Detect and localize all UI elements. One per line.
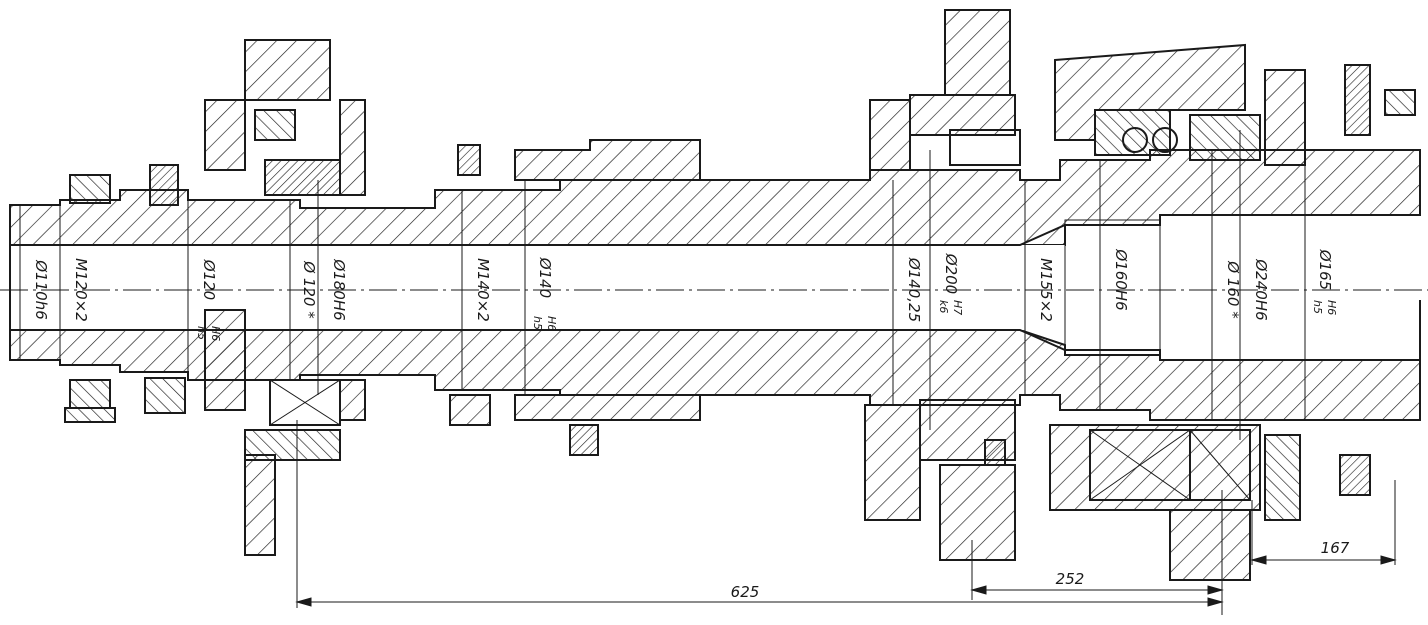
- dim-length-625: 625: [731, 583, 760, 601]
- dim-d165-fit-bot: h5: [1311, 300, 1324, 314]
- dim-m120x2: M120×2: [72, 258, 90, 322]
- dim-d180h6: Ø180H6: [330, 258, 348, 320]
- dim-d160h6: Ø160H6: [1112, 248, 1130, 310]
- dim-d120x: Ø 120 *: [300, 260, 318, 319]
- dim-d120h5-fit-bot: h5: [195, 326, 208, 340]
- dim-length-167: 167: [1321, 539, 1350, 557]
- dim-d120h5-fit-top: H6: [209, 326, 222, 341]
- dim-d165-fit-top: H6: [1325, 300, 1338, 315]
- dim-d200: Ø200: [942, 253, 960, 294]
- dim-d200-fit-top: H7: [951, 300, 964, 315]
- dim-length-252: 252: [1056, 570, 1085, 588]
- dim-d140-25: Ø140,25: [905, 257, 923, 322]
- middle-sleeve: [449, 139, 701, 456]
- left-nut: [64, 164, 186, 423]
- dim-d140h5-fit-bot: h5: [531, 316, 544, 330]
- left-bearing-housing: [204, 39, 366, 556]
- gear-block: [864, 9, 1021, 561]
- dim-d120h5: Ø120: [200, 259, 218, 300]
- dim-m155x2: M155×2: [1037, 258, 1055, 322]
- length-dimensions: 625 252 167: [295, 420, 1397, 615]
- dim-d110h6: Ø110h6: [32, 259, 50, 320]
- dim-d165: Ø165: [1316, 249, 1334, 290]
- dim-d140h5-fit-top: H6: [545, 316, 558, 331]
- dim-m140x2: M140×2: [474, 258, 492, 322]
- front-bearing-housing: [1049, 43, 1416, 581]
- dim-d200-fit-bot: k6: [937, 300, 950, 313]
- dim-d160x: Ø 160 *: [1224, 260, 1242, 319]
- dim-d140h5: Ø140: [536, 257, 554, 298]
- spindle-shaft: [9, 149, 1421, 421]
- diameter-dimension-lines: [19, 130, 1306, 440]
- dim-d240h6: Ø240H6: [1252, 258, 1270, 320]
- diameter-labels: Ø110h6 M120×2 Ø120 H6 h5 Ø 120 * Ø180H6 …: [32, 248, 1338, 341]
